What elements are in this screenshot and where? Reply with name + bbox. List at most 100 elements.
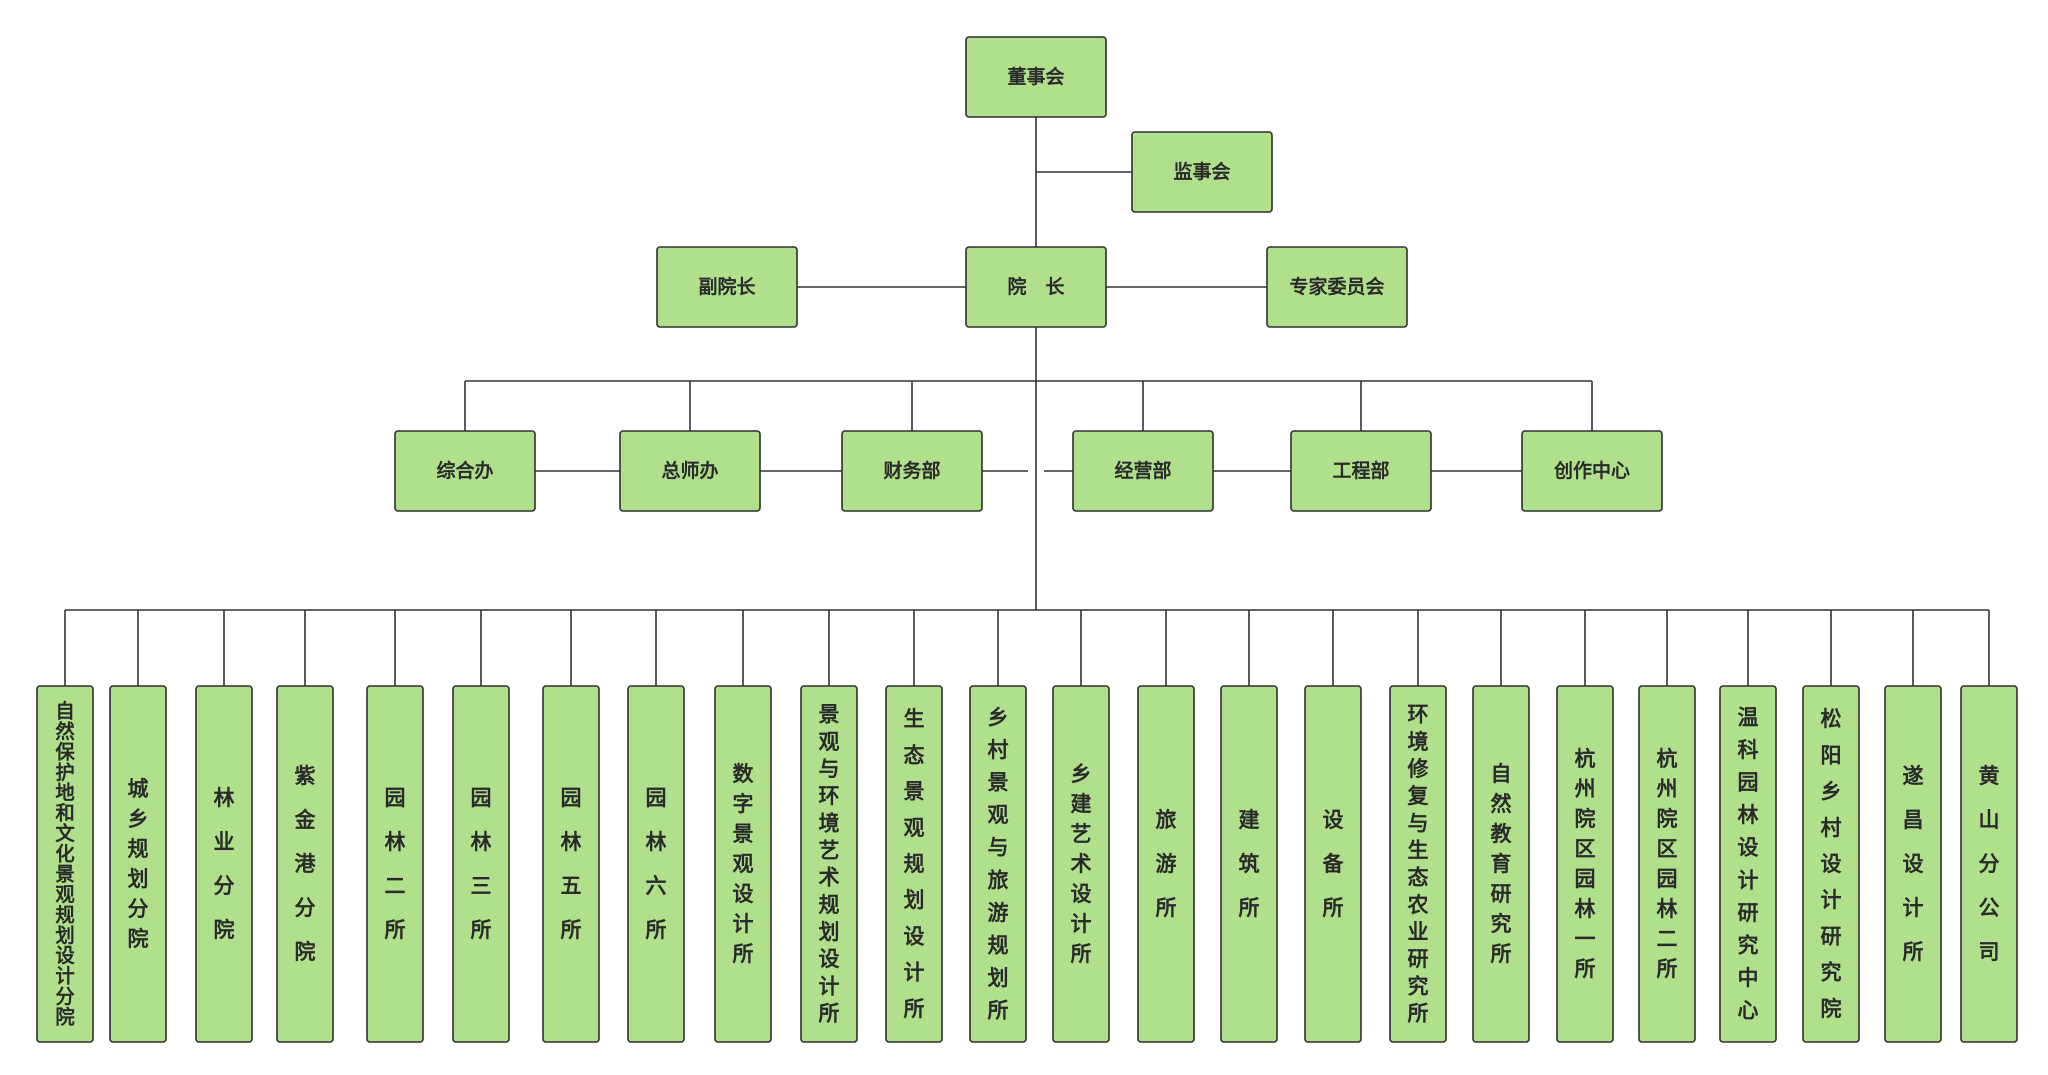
- dept-finance-label: 财务部: [883, 459, 940, 482]
- institute-11: 生态景观规划设计所: [885, 685, 943, 1043]
- institute-16-label: 设备所: [1322, 808, 1345, 920]
- dept-general-office-label: 综合办: [436, 459, 493, 482]
- institute-14-box: [1137, 685, 1195, 1043]
- institute-23-box: [1884, 685, 1942, 1043]
- institute-11-box: [885, 685, 943, 1043]
- institute-13: 乡建艺术设计所: [1052, 685, 1110, 1043]
- institute-7-label: 园林五所: [561, 786, 582, 942]
- institute-20: 杭州院区园林二所: [1638, 685, 1696, 1043]
- institute-4-box: [276, 685, 334, 1043]
- institute-1-box: [36, 685, 94, 1043]
- dept-business-label: 经营部: [1114, 459, 1171, 482]
- vice-president-node: 副院长: [656, 246, 798, 328]
- expert-committee-node: 专家委员会: [1266, 246, 1408, 328]
- institute-4: 紫金港分院: [276, 685, 334, 1043]
- dept-finance-box: [841, 430, 983, 512]
- institute-2-label: 城乡规划分院: [128, 777, 149, 951]
- expert-committee-node-box: [1266, 246, 1408, 328]
- institute-19: 杭州院区园林一所: [1556, 685, 1614, 1043]
- institute-12-label: 乡村景观与旅游规划所: [988, 705, 1009, 1022]
- institute-5: 园林二所: [366, 685, 424, 1043]
- dept-general-office-box: [394, 430, 536, 512]
- institute-19-label: 杭州院区园林一所: [1575, 747, 1596, 981]
- institute-16-box: [1304, 685, 1362, 1043]
- institute-24-box: [1960, 685, 2018, 1043]
- institute-22-box: [1802, 685, 1860, 1043]
- institute-21-box: [1719, 685, 1777, 1043]
- institute-20-label: 杭州院区园林二所: [1657, 747, 1678, 981]
- institute-13-label: 乡建艺术设计所: [1071, 762, 1092, 966]
- institute-9-box: [714, 685, 772, 1043]
- institute-24: 黄山分公司: [1960, 685, 2018, 1043]
- institute-22: 松阳乡村设计研究院: [1802, 685, 1860, 1043]
- institute-17-box: [1389, 685, 1447, 1043]
- institute-10-box: [800, 685, 858, 1043]
- vice-president-node-label: 副院长: [698, 275, 756, 298]
- institute-6-box: [452, 685, 510, 1043]
- president-node-box: [965, 246, 1107, 328]
- supervisory-node-box: [1131, 131, 1273, 213]
- institute-6: 园林三所: [452, 685, 510, 1043]
- institute-19-box: [1556, 685, 1614, 1043]
- institute-8-box: [627, 685, 685, 1043]
- institute-16: 设备所: [1304, 685, 1362, 1043]
- institute-22-label: 松阳乡村设计研究院: [1821, 707, 1842, 1021]
- supervisory-node: 监事会: [1131, 131, 1273, 213]
- dept-engineering-box: [1290, 430, 1432, 512]
- institute-14: 旅游所: [1137, 685, 1195, 1043]
- institute-2: 城乡规划分院: [109, 685, 167, 1043]
- vice-president-node-box: [656, 246, 798, 328]
- dept-chief-engineer-office-label: 总师办: [661, 459, 718, 482]
- institute-18-box: [1472, 685, 1530, 1043]
- dept-creative-center-box: [1521, 430, 1663, 512]
- dept-engineering: 工程部: [1290, 430, 1432, 512]
- institute-21-label: 温科园林设计研究中心: [1738, 705, 1759, 1022]
- institute-24-label: 黄山分公司: [1979, 764, 2000, 964]
- dept-finance: 财务部: [841, 430, 983, 512]
- connector-lines: [64, 117, 1990, 686]
- board-node-label: 董事会: [1007, 65, 1064, 88]
- institute-14-label: 旅游所: [1156, 808, 1177, 920]
- dept-general-office: 综合办: [394, 430, 536, 512]
- dept-chief-engineer-office-box: [619, 430, 761, 512]
- institute-8: 园林六所: [627, 685, 685, 1043]
- institute-1: 自然保护地和文化景观规划设计分院: [36, 685, 94, 1043]
- dept-engineering-label: 工程部: [1332, 459, 1389, 482]
- institute-15-label: 建筑所: [1239, 808, 1260, 920]
- institute-2-box: [109, 685, 167, 1043]
- institute-23-label: 遂昌设计所: [1903, 764, 1924, 964]
- institute-3-label: 林业分院: [214, 786, 235, 942]
- institute-10: 景观与环境艺术规划设计所: [800, 685, 858, 1043]
- institute-9: 数字景观设计所: [714, 685, 772, 1043]
- dept-creative-center: 创作中心: [1521, 430, 1663, 512]
- dept-creative-center-label: 创作中心: [1553, 459, 1630, 482]
- institute-23: 遂昌设计所: [1884, 685, 1942, 1043]
- dept-chief-engineer-office: 总师办: [619, 430, 761, 512]
- dept-business-box: [1072, 430, 1214, 512]
- institute-7-box: [542, 685, 600, 1043]
- institute-9-label: 数字景观设计所: [733, 762, 755, 966]
- institute-5-label: 园林二所: [385, 786, 406, 942]
- institute-4-label: 紫金港分院: [294, 764, 317, 964]
- institute-13-box: [1052, 685, 1110, 1043]
- institute-12: 乡村景观与旅游规划所: [969, 685, 1027, 1043]
- institute-18: 自然教育研究所: [1472, 685, 1530, 1043]
- president-node: 院 长: [965, 246, 1107, 328]
- institute-11-label: 生态景观规划设计所: [904, 707, 925, 1021]
- institute-20-box: [1638, 685, 1696, 1043]
- institute-10-label: 景观与环境艺术规划设计所: [819, 703, 840, 1026]
- institute-21: 温科园林设计研究中心: [1719, 685, 1777, 1043]
- institute-17-label: 环境修复与生态农业研究所: [1407, 703, 1430, 1026]
- institute-3-box: [195, 685, 253, 1043]
- supervisory-node-label: 监事会: [1173, 160, 1230, 183]
- institute-1-label: 自然保护地和文化景观规划设计分院: [54, 700, 75, 1029]
- board-node-box: [965, 36, 1107, 118]
- institute-3: 林业分院: [195, 685, 253, 1043]
- institute-15-box: [1220, 685, 1278, 1043]
- dept-business: 经营部: [1072, 430, 1214, 512]
- institute-17: 环境修复与生态农业研究所: [1389, 685, 1447, 1043]
- expert-committee-node-label: 专家委员会: [1289, 275, 1384, 298]
- institute-15: 建筑所: [1220, 685, 1278, 1043]
